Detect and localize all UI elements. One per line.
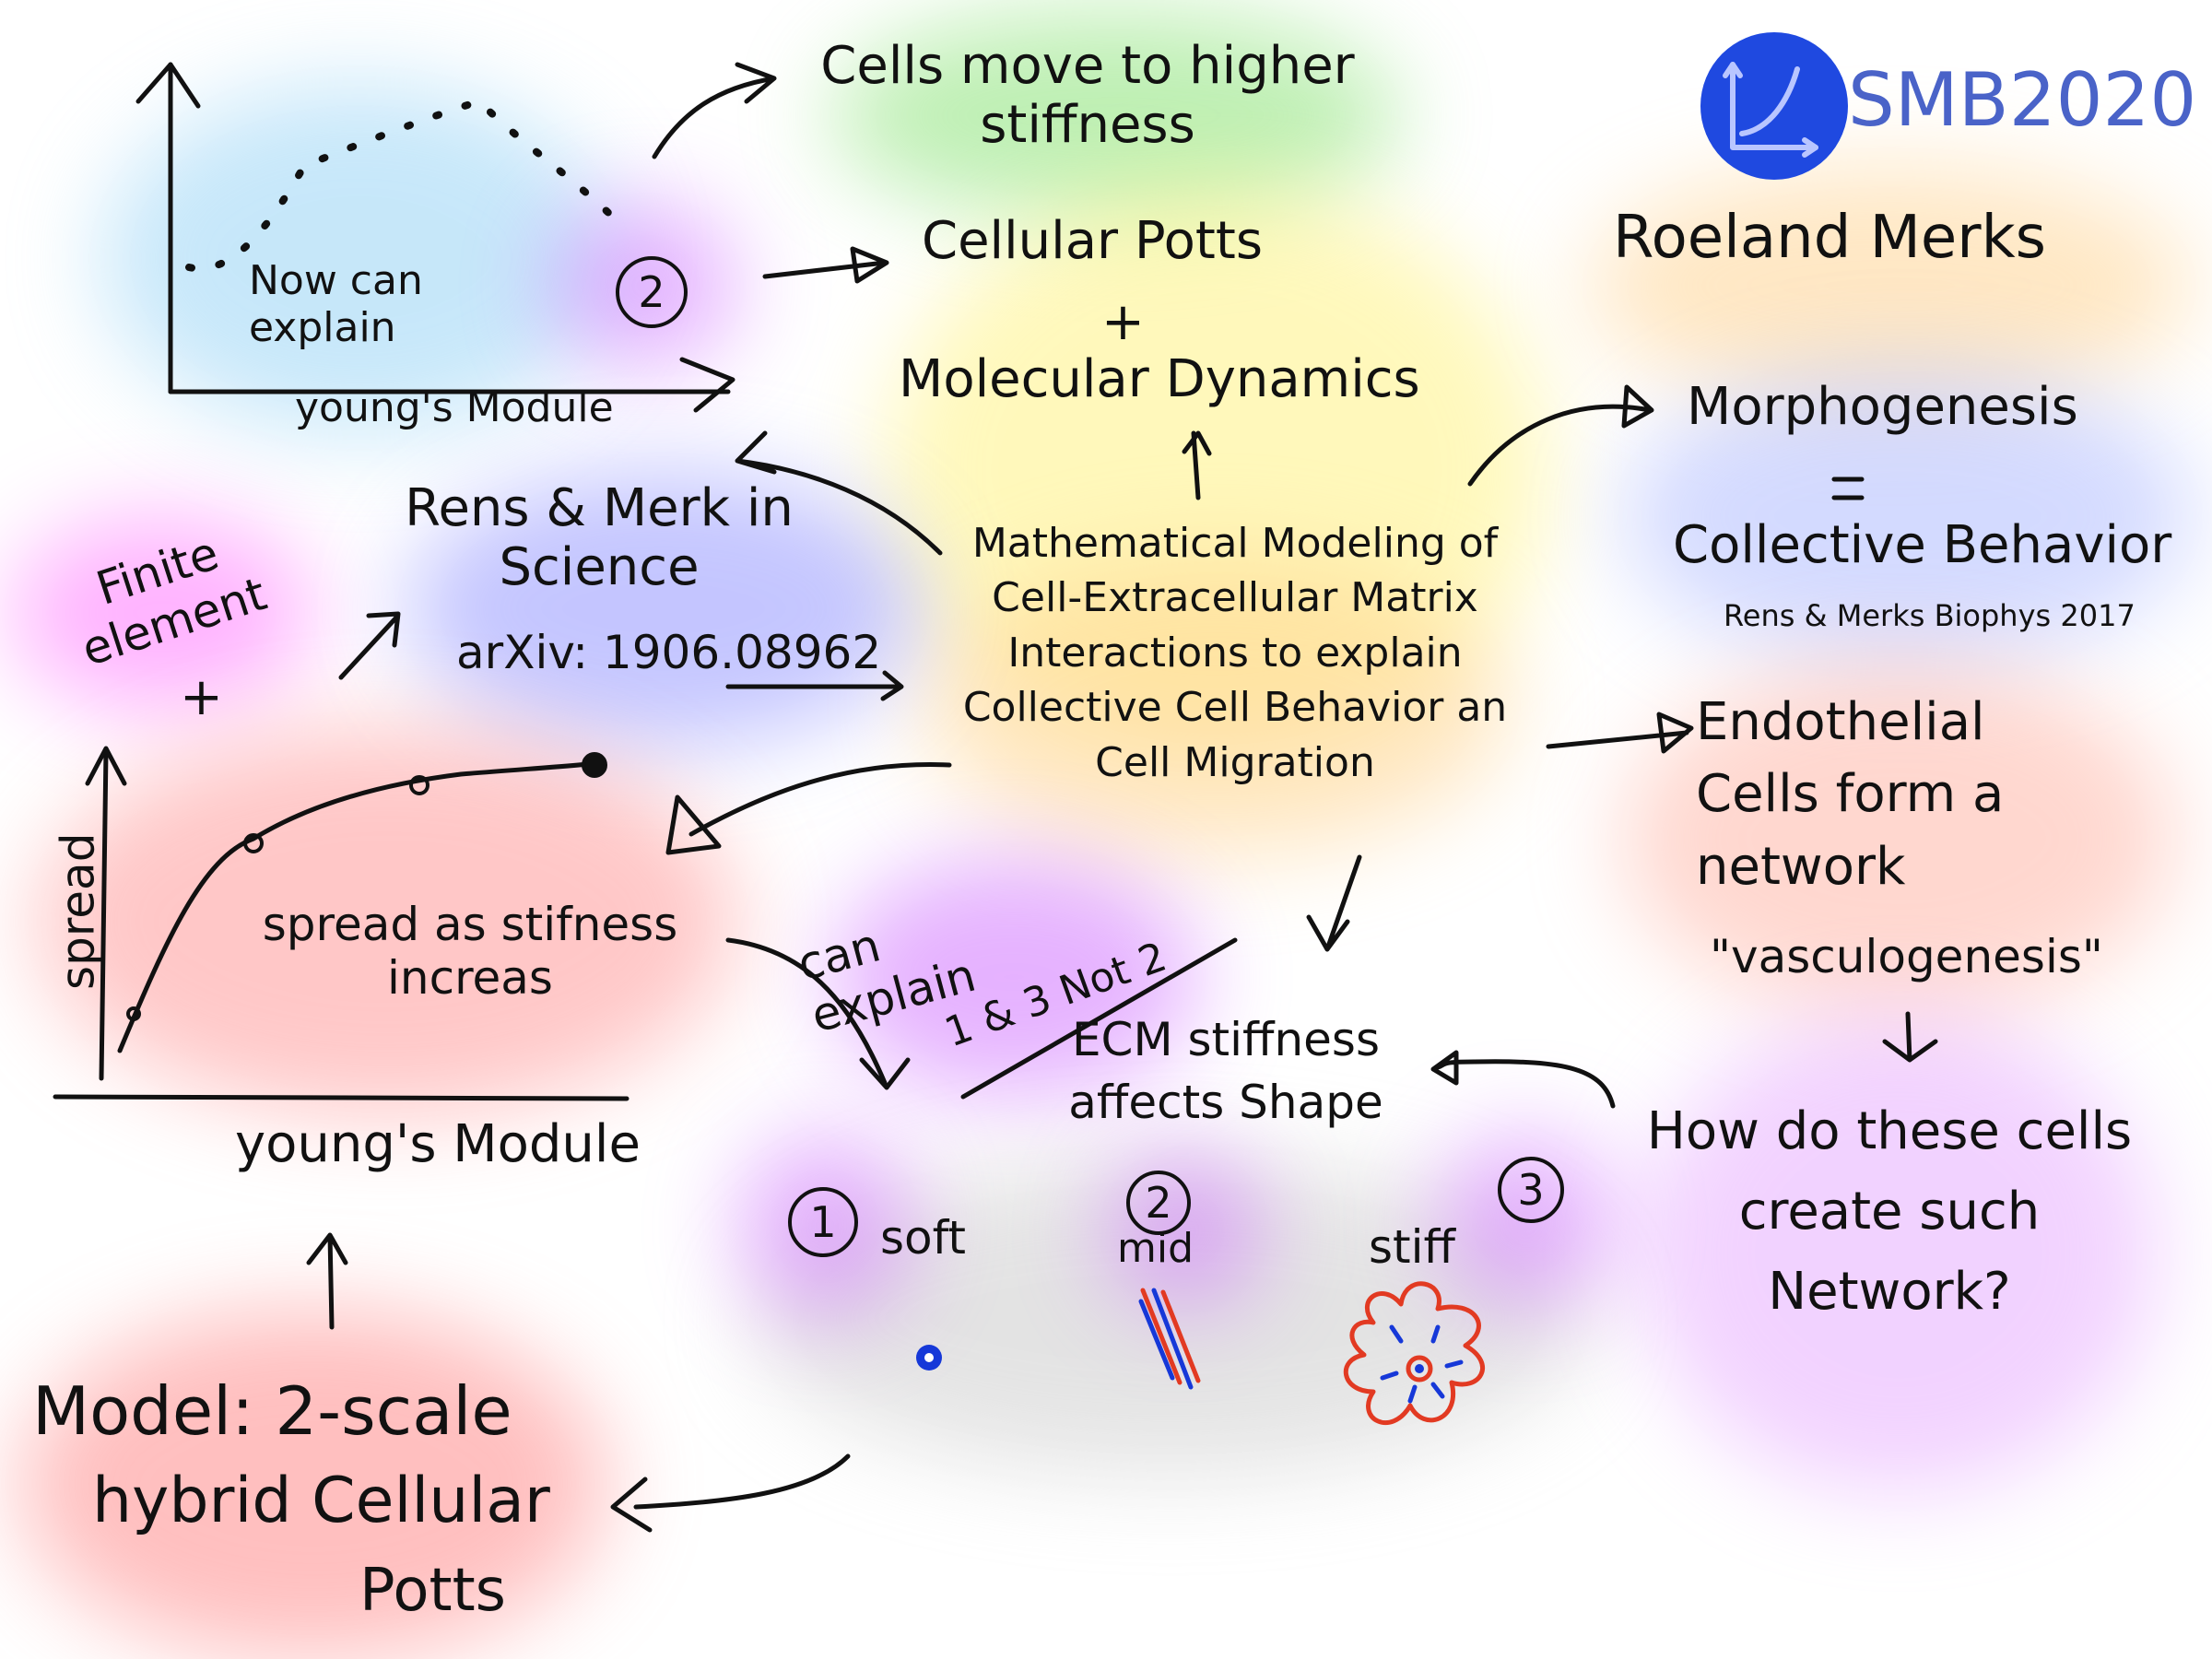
cell-stiff [1343, 1281, 1486, 1425]
glow-cells-move [830, 9, 1401, 221]
circled-number-three: 3 [1498, 1157, 1564, 1223]
arxiv-id: arXiv: 1906.08962 [456, 626, 882, 679]
glow-speaker [1585, 166, 2194, 406]
ecm-stiffness-title: ECM stiffness affects Shape [1068, 1013, 1383, 1129]
spread-graph-ylabel: spread [51, 832, 105, 990]
arrow-question-to-ecm [1430, 1050, 1616, 1109]
spread-graph-axes [53, 746, 629, 1101]
case-label-mid: mid [1117, 1225, 1194, 1272]
logo-circle [1700, 32, 1848, 180]
circled-number-one: 1 [788, 1187, 858, 1257]
circled-number-two: 2 [616, 256, 688, 328]
arrow-cases-to-model [610, 1453, 851, 1533]
case-label-soft: soft [880, 1211, 966, 1265]
glow-can-explain [830, 857, 1198, 1097]
glow-spread-graph [37, 728, 737, 1115]
cell-mid [1138, 1288, 1201, 1390]
molecular-dynamics-text: Molecular Dynamics [899, 349, 1420, 409]
spread-graph-annotation: spread as stifness increas [262, 898, 678, 1005]
spread-point [243, 833, 264, 853]
cells-move-text: Cells move to higher stiffness [820, 36, 1355, 156]
cellular-potts-text: Cellular Potts [922, 211, 1263, 271]
circled-number-two-case: 2 [1126, 1171, 1191, 1235]
brand-title: SMB2020 [1848, 57, 2197, 143]
arrow-to-molecular-stem [1182, 430, 1212, 500]
arrow-title-to-reference [735, 430, 943, 556]
morphogenesis-text: Morphogenesis [1687, 377, 2078, 437]
top-graph-axes [135, 62, 735, 413]
biophys-citation: Rens & Merks Biophys 2017 [1724, 598, 2136, 633]
collective-behavior-text: Collective Behavior [1673, 515, 2172, 575]
top-graph-curve [185, 98, 630, 273]
vasculogenesis-text: "vasculogenesis" [1710, 930, 2103, 983]
endothelial-text: Endothelial Cells form a network [1696, 692, 2005, 897]
glow-endothelial [1622, 664, 2175, 1014]
strikethrough-not-two [960, 937, 1238, 1100]
arrow-spread-to-model-stem [306, 1232, 348, 1330]
top-graph-annotation: Now can explain [249, 257, 423, 351]
reference-underline [725, 670, 904, 701]
chart-logo-icon [1723, 62, 1818, 158]
speaker-name: Roeland Merks [1613, 204, 2046, 272]
equals-sign [1831, 477, 1865, 500]
plus-sign-finite: + [180, 667, 223, 727]
arrow-title-to-morphogenesis [1467, 384, 1654, 487]
arrow-to-cellular-potts [762, 246, 889, 284]
glow-top-graph [101, 83, 618, 433]
spread-point [582, 752, 607, 778]
model-line-2: hybrid Cellular [92, 1465, 550, 1537]
spread-graph-points [126, 752, 607, 1021]
cell-soft [916, 1345, 942, 1371]
model-line-1: Model: 2-scale [32, 1372, 512, 1450]
top-graph-xlabel: young's Module [295, 384, 614, 431]
glow-model [18, 1309, 608, 1659]
glow-reference [406, 470, 922, 747]
spread-graph-curve [117, 760, 602, 1053]
arrow-vasculo-to-question [1882, 1011, 1938, 1063]
glow-question [1641, 1014, 2157, 1493]
plus-sign-center: + [1101, 292, 1145, 352]
arrow-title-to-ecm [1306, 854, 1362, 952]
case-label-stiff: stiff [1369, 1220, 1455, 1274]
arrow-finite-to-reference [338, 611, 401, 680]
glow-case2 [1106, 1152, 1263, 1309]
model-line-3: Potts [359, 1557, 506, 1625]
arrow-title-to-endothelial [1546, 712, 1694, 754]
question-text: How do these cells create such Network? [1646, 1101, 2133, 1322]
arrow-spread-to-cases [725, 937, 911, 1090]
spread-point [126, 1006, 141, 1021]
glow-finite [9, 516, 313, 710]
glow-center-orange [922, 553, 1512, 857]
center-title: Mathematical Modeling of Cell-Extracellu… [962, 520, 1508, 786]
reference-text: Rens & Merk in Science [405, 478, 794, 598]
spread-point [409, 775, 429, 795]
glow-morphogenesis [1622, 369, 2194, 664]
arrow-title-to-spread-graph [665, 762, 952, 855]
arrow-to-cells-move [652, 62, 777, 159]
spread-graph-xlabel: young's Module [235, 1114, 641, 1174]
